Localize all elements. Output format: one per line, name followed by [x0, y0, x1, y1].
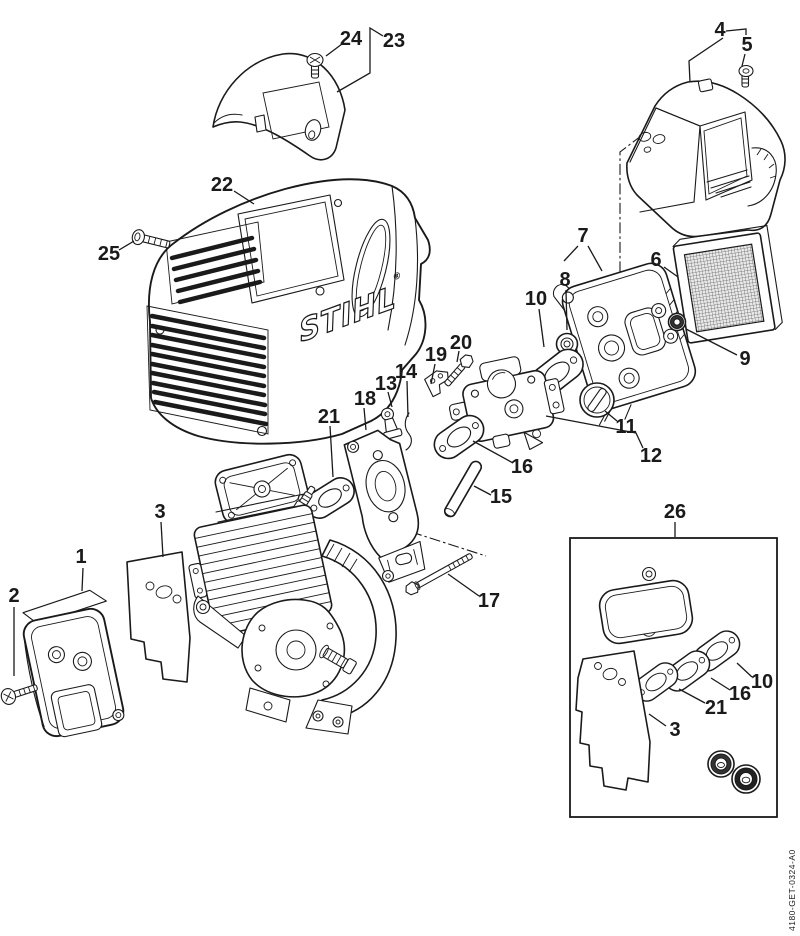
callout-14: 14	[395, 361, 418, 383]
kit-oil-seals	[707, 750, 761, 794]
gasket-kit-box	[569, 537, 778, 818]
muffler-screw	[0, 684, 38, 705]
callout-24: 24	[340, 28, 363, 50]
leader-line-16	[472, 440, 514, 464]
leader-line-11	[604, 410, 618, 422]
callout-26: 26	[664, 501, 686, 523]
callout-16: 16	[511, 456, 533, 478]
callout-11: 11	[615, 416, 636, 438]
long-bolt-part	[405, 553, 473, 596]
engine-cover-part: STIHL ®	[146, 178, 431, 445]
muffler-part	[22, 589, 125, 738]
leader-line-19	[430, 363, 436, 385]
leader-line-12	[545, 415, 644, 449]
callout-4: 4	[714, 19, 726, 41]
callout-2: 2	[8, 585, 19, 607]
kit-cover-gasket	[598, 579, 694, 645]
flange-gasket-part	[305, 477, 355, 519]
leader-line-7-1	[587, 245, 603, 272]
callout-3: 3	[154, 501, 165, 523]
callout-15: 15	[490, 486, 512, 508]
callout-20: 20	[450, 332, 472, 354]
engine-cylinder-assembly	[188, 453, 397, 735]
callout-22: 22	[211, 174, 233, 196]
dowel-pin-part	[443, 460, 483, 518]
muffler-gasket-plate-part	[126, 551, 191, 683]
leader-line-6	[663, 266, 679, 278]
callout-1: 1	[75, 546, 86, 568]
leader-line-21b	[678, 688, 706, 704]
leader-line-18	[363, 407, 367, 431]
leader-line-22	[233, 190, 255, 205]
registered-mark: ®	[392, 271, 402, 284]
leader-line-5	[741, 53, 746, 67]
leader-line-13	[387, 391, 393, 408]
leader-line-1	[81, 567, 84, 592]
leader-line-23	[336, 26, 384, 93]
carburetor-part	[448, 356, 565, 451]
leader-line-4-1	[725, 28, 747, 35]
callout-21b: 21	[705, 697, 727, 719]
shroud-screw	[306, 52, 324, 79]
callout-7: 7	[577, 225, 588, 247]
callout-10: 10	[525, 288, 547, 310]
leader-line-15	[473, 485, 492, 496]
cover-mount-screw	[131, 229, 171, 249]
callout-23: 23	[383, 30, 405, 52]
choke-knob-part	[579, 382, 615, 418]
leader-line-25	[118, 240, 135, 251]
callout-19: 19	[425, 344, 447, 366]
air-filter-cover-part	[626, 78, 786, 238]
lever-screw	[444, 354, 474, 387]
document-number: 4180-GET-0324-A0	[787, 849, 797, 931]
callout-9: 9	[739, 348, 750, 370]
filter-backplate-part	[552, 262, 697, 426]
leader-line-21	[329, 425, 334, 478]
cover-screw	[738, 64, 754, 88]
callout-25: 25	[98, 243, 120, 265]
leader-line-7	[563, 245, 579, 262]
air-filter-part	[672, 224, 783, 344]
leader-line-3b	[648, 713, 667, 727]
swivel-part	[424, 370, 449, 398]
callout-3b: 3	[669, 719, 680, 741]
leader-line-17	[447, 573, 480, 597]
leader-line-10b	[736, 662, 753, 678]
callout-5: 5	[741, 34, 752, 56]
upper-grille	[165, 221, 265, 305]
leader-line-9	[685, 328, 738, 356]
leader-line-4	[688, 37, 724, 83]
engine-shroud-part	[212, 52, 346, 161]
manifold-gasket-part	[433, 414, 485, 460]
callout-17: 17	[478, 590, 500, 612]
choke-lever-part	[380, 407, 403, 440]
callout-12: 12	[640, 445, 662, 467]
lower-louvers	[146, 305, 269, 435]
leader-line-20	[456, 350, 460, 363]
kit-gasket-plate-3	[575, 650, 651, 791]
leader-line-10	[538, 308, 545, 348]
callout-21: 21	[318, 406, 340, 428]
callout-16b: 16	[729, 683, 751, 705]
leader-line-8	[565, 289, 568, 331]
callout-18: 18	[354, 388, 376, 410]
throttle-wire-part	[404, 412, 412, 451]
leader-line-14	[406, 380, 409, 418]
callout-6: 6	[650, 249, 661, 271]
callout-10b: 10	[751, 671, 773, 693]
collar-nut-part	[667, 312, 687, 332]
callout-8: 8	[559, 269, 570, 291]
leader-line-24	[325, 43, 343, 57]
callout-13: 13	[375, 373, 397, 395]
leader-line-16b	[710, 677, 731, 691]
leader-line-3	[160, 521, 164, 558]
